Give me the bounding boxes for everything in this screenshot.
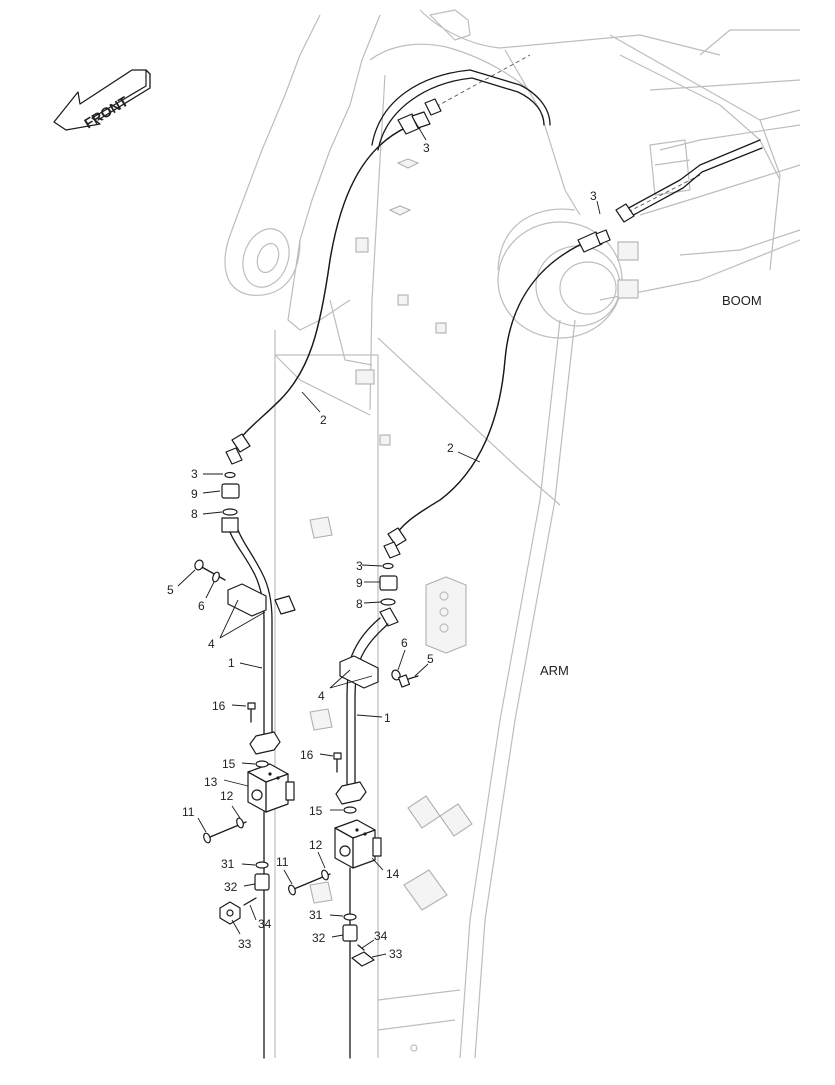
callout-31: 31: [221, 857, 235, 871]
callout-5: 5: [167, 583, 174, 597]
callout-11: 11: [276, 855, 289, 869]
right-hose: [383, 229, 611, 559]
callout-16: 16: [212, 699, 226, 713]
callout-32: 32: [312, 931, 326, 945]
callout-6: 6: [401, 636, 408, 650]
arm-structure: [274, 319, 576, 1059]
callout-12: 12: [220, 789, 234, 803]
callout-3: 3: [590, 189, 597, 203]
callout-33: 33: [238, 937, 252, 951]
callout-1: 1: [228, 656, 235, 670]
callout-34: 34: [258, 917, 272, 931]
callout-34: 34: [374, 929, 388, 943]
callout-3: 3: [356, 559, 363, 573]
callout-33: 33: [389, 947, 403, 961]
arm-label: ARM: [540, 663, 569, 678]
callout-15: 15: [222, 757, 236, 771]
callout-15: 15: [309, 804, 323, 818]
boom-structure: [224, 9, 801, 446]
callout-1: 1: [384, 711, 391, 725]
callout-2: 2: [447, 441, 454, 455]
callout-4: 4: [318, 689, 325, 703]
callout-6: 6: [198, 599, 205, 613]
callout-14: 14: [386, 867, 400, 881]
callout-3: 3: [423, 141, 430, 155]
front-direction-arrow: FRONT: [53, 69, 151, 131]
callout-8: 8: [191, 507, 198, 521]
callout-16: 16: [300, 748, 314, 762]
callouts: 3 3 2 2 3 9 8 5 6 4 1 16 15 13 12 11: [167, 117, 601, 961]
callout-13: 13: [204, 775, 218, 789]
callout-8: 8: [356, 597, 363, 611]
callout-9: 9: [191, 487, 198, 501]
callout-31: 31: [309, 908, 323, 922]
callout-11: 11: [182, 805, 195, 819]
callout-5: 5: [427, 652, 434, 666]
callout-9: 9: [356, 576, 363, 590]
right-pipe-assembly: [288, 562, 419, 1059]
callout-4: 4: [208, 637, 215, 651]
boom-label: BOOM: [722, 293, 762, 308]
callout-2: 2: [320, 413, 327, 427]
callout-32: 32: [224, 880, 238, 894]
callout-3: 3: [191, 467, 198, 481]
callout-12: 12: [309, 838, 323, 852]
left-hose: [225, 111, 431, 465]
left-pipe-assembly: [194, 471, 296, 1059]
